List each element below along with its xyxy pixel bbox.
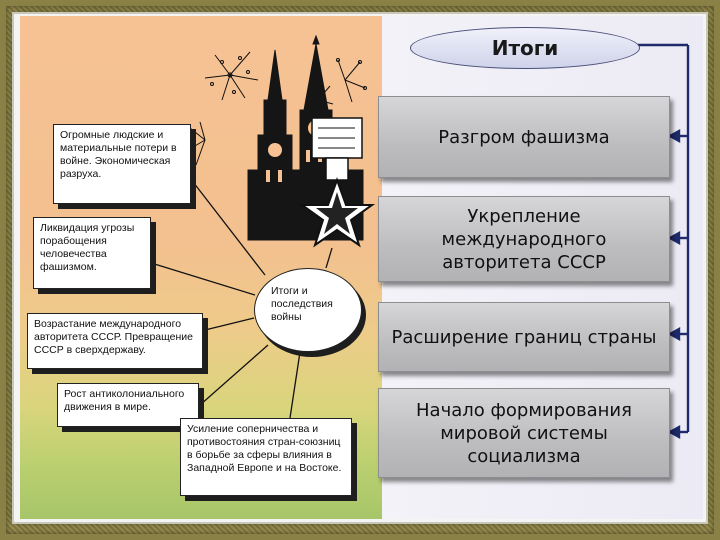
connector-bracket	[638, 43, 690, 440]
consequence-note-rivalry: Усиление соперничества и противостояния …	[180, 418, 352, 496]
result-box-authority: Укрепление международного авторитета ССС…	[378, 196, 670, 282]
consequence-note-losses: Огромные людские и материальные потери в…	[53, 124, 191, 204]
consequence-note-authority: Возрастание международного авторитета СС…	[27, 313, 203, 369]
page-title: Итоги	[410, 27, 640, 69]
consequence-note-anticolonial: Рост антиколониального движения в мире.	[57, 383, 199, 427]
consequence-note-threat: Ликвидация угрозы порабощения человечест…	[33, 217, 151, 289]
center-topic: Итоги и последствия войны	[254, 268, 362, 352]
connector-spokes	[147, 177, 333, 419]
result-box-socialism: Начало формирования мировой системы соци…	[378, 388, 670, 478]
result-box-borders: Расширение границ страны	[378, 302, 670, 372]
result-box-fascism: Разгром фашизма	[378, 96, 670, 178]
order-medal-icon	[298, 117, 376, 248]
